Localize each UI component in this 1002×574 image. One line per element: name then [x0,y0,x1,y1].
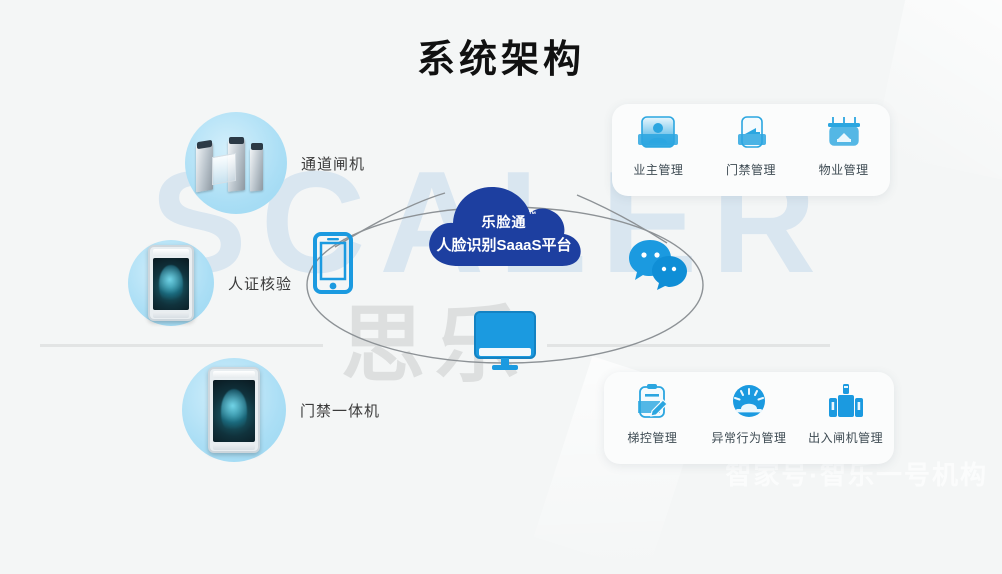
smartphone-icon [313,232,353,294]
cloud-subtitle: 人脸识别SaaaS平台 [436,236,572,254]
module-item-elevator[interactable]: 梯控管理 [604,372,701,446]
page-title: 系统架构 [416,39,585,81]
cloud-shape-icon [429,187,581,266]
clipboard-pen-icon [638,384,669,418]
device-photo-circle [182,358,286,462]
module-label: 门禁管理 [725,163,776,177]
module-label: 梯控管理 [627,431,678,445]
monitor-icon [474,311,536,370]
wechat-icon [629,240,687,290]
device-label-gate: 通道闸机 [301,155,366,173]
cloud-product-name-text: 乐脸通 [481,213,527,230]
door-access-icon [738,116,766,148]
watermark-rule-left [40,343,323,347]
device-node-gate[interactable]: 通道闸机 [185,112,365,214]
wechat-node[interactable] [628,238,690,299]
device-label-access: 门禁一体机 [300,402,381,420]
module-item-abnormal[interactable]: 异常行为管理 [701,372,798,446]
access-terminal-photo [208,367,260,453]
trademark-symbol: ™ [528,209,538,219]
device-node-access[interactable]: 门禁一体机 [182,358,380,462]
module-label: 出入闸机管理 [808,431,884,445]
module-item-gate[interactable]: 出入闸机管理 [797,372,894,446]
module-card-top: 业主管理 门禁管理 物业管理 [612,104,890,196]
property-building-icon [827,117,860,146]
smartphone-node[interactable] [313,232,353,299]
module-label: 物业管理 [818,163,869,177]
watermark-rule-right [547,343,831,347]
gate-machine-icon [828,384,863,417]
turnstile-photo [194,135,278,193]
device-photo-circle [128,240,214,326]
monitor-node[interactable] [472,310,538,377]
device-node-id[interactable]: 人证核验 [128,240,292,326]
alarm-siren-icon [733,385,765,417]
module-item-owner[interactable]: 业主管理 [612,104,705,178]
id-terminal-photo [148,245,194,321]
module-item-property[interactable]: 物业管理 [797,104,890,178]
module-label: 业主管理 [633,163,684,177]
module-card-bottom: 梯控管理 异常行为管理 出入闸机管理 [604,372,894,464]
module-label: 异常行为管理 [711,431,787,445]
module-item-access[interactable]: 门禁管理 [705,104,798,178]
device-label-id: 人证核验 [228,275,293,293]
device-photo-circle [185,112,287,214]
watermark-corner: 智家号·智乐一号机构 [725,460,988,490]
owner-card-icon [638,116,679,148]
